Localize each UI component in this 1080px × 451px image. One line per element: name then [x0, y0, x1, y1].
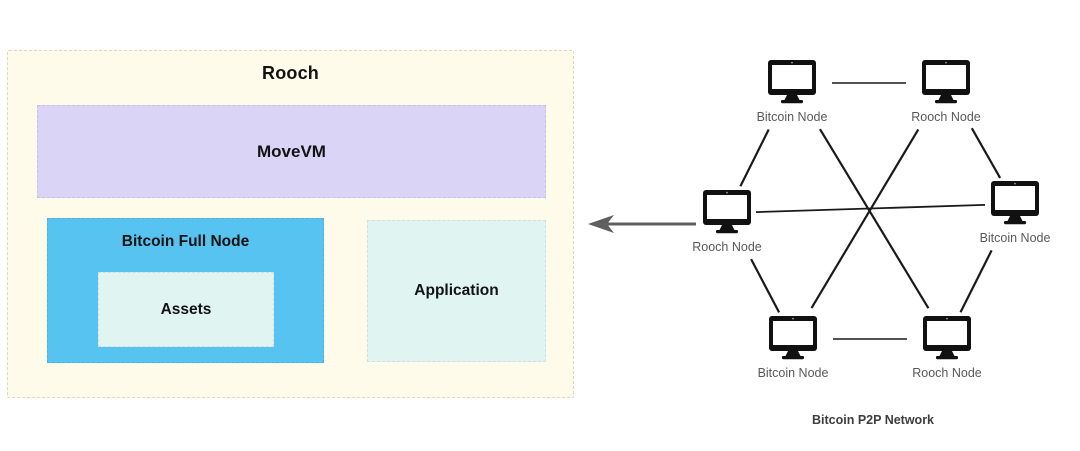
edge-3-5 [959, 249, 993, 313]
network-edge-lines [739, 82, 1002, 340]
edge-1-4 [810, 128, 920, 309]
edge-1-3 [970, 127, 1002, 179]
node-label: Bitcoin Node [979, 231, 1051, 245]
monitor-icon [769, 316, 817, 360]
bitcoin-full-node-label: Bitcoin Full Node [121, 233, 250, 250]
rooch-title: Rooch [262, 63, 319, 83]
rooch-container-box: Rooch MoveVM Bitcoin Full Node Assets Ap… [7, 50, 574, 398]
network-caption: Bitcoin P2P Network [811, 413, 935, 427]
node-label: Rooch Node [912, 366, 982, 380]
bitcoin-full-node-layer: Bitcoin Full Node Assets [47, 218, 324, 363]
movevm-label: MoveVM [257, 141, 326, 161]
node-label: Bitcoin Node [756, 110, 828, 124]
application-box: Application [367, 220, 546, 362]
network-node-mid-right: Bitcoin Node [960, 180, 1070, 245]
assets-label: Assets [160, 300, 212, 318]
monitor-icon [922, 60, 970, 104]
network-node-top-right: Rooch Node [891, 59, 1001, 124]
monitor-icon [991, 181, 1039, 225]
p2p-to-rooch-arrow-icon [588, 215, 696, 233]
node-label: Bitcoin Node [757, 366, 829, 380]
node-label: Rooch Node [911, 110, 981, 124]
network-node-mid-left: Rooch Node [672, 189, 782, 254]
node-label: Rooch Node [692, 240, 762, 254]
monitor-icon [923, 316, 971, 360]
edge-0-2 [739, 129, 770, 187]
assets-box: Assets [98, 272, 274, 347]
application-label: Application [414, 282, 499, 299]
network-node-bottom-right: Rooch Node [892, 315, 1002, 380]
network-node-bottom-left: Bitcoin Node [738, 315, 848, 380]
monitor-icon [768, 60, 816, 104]
movevm-layer: MoveVM [37, 105, 546, 198]
edge-0-5 [819, 128, 930, 309]
network-node-top-left: Bitcoin Node [737, 59, 847, 124]
monitor-icon [703, 190, 751, 234]
edge-2-4 [750, 258, 781, 313]
